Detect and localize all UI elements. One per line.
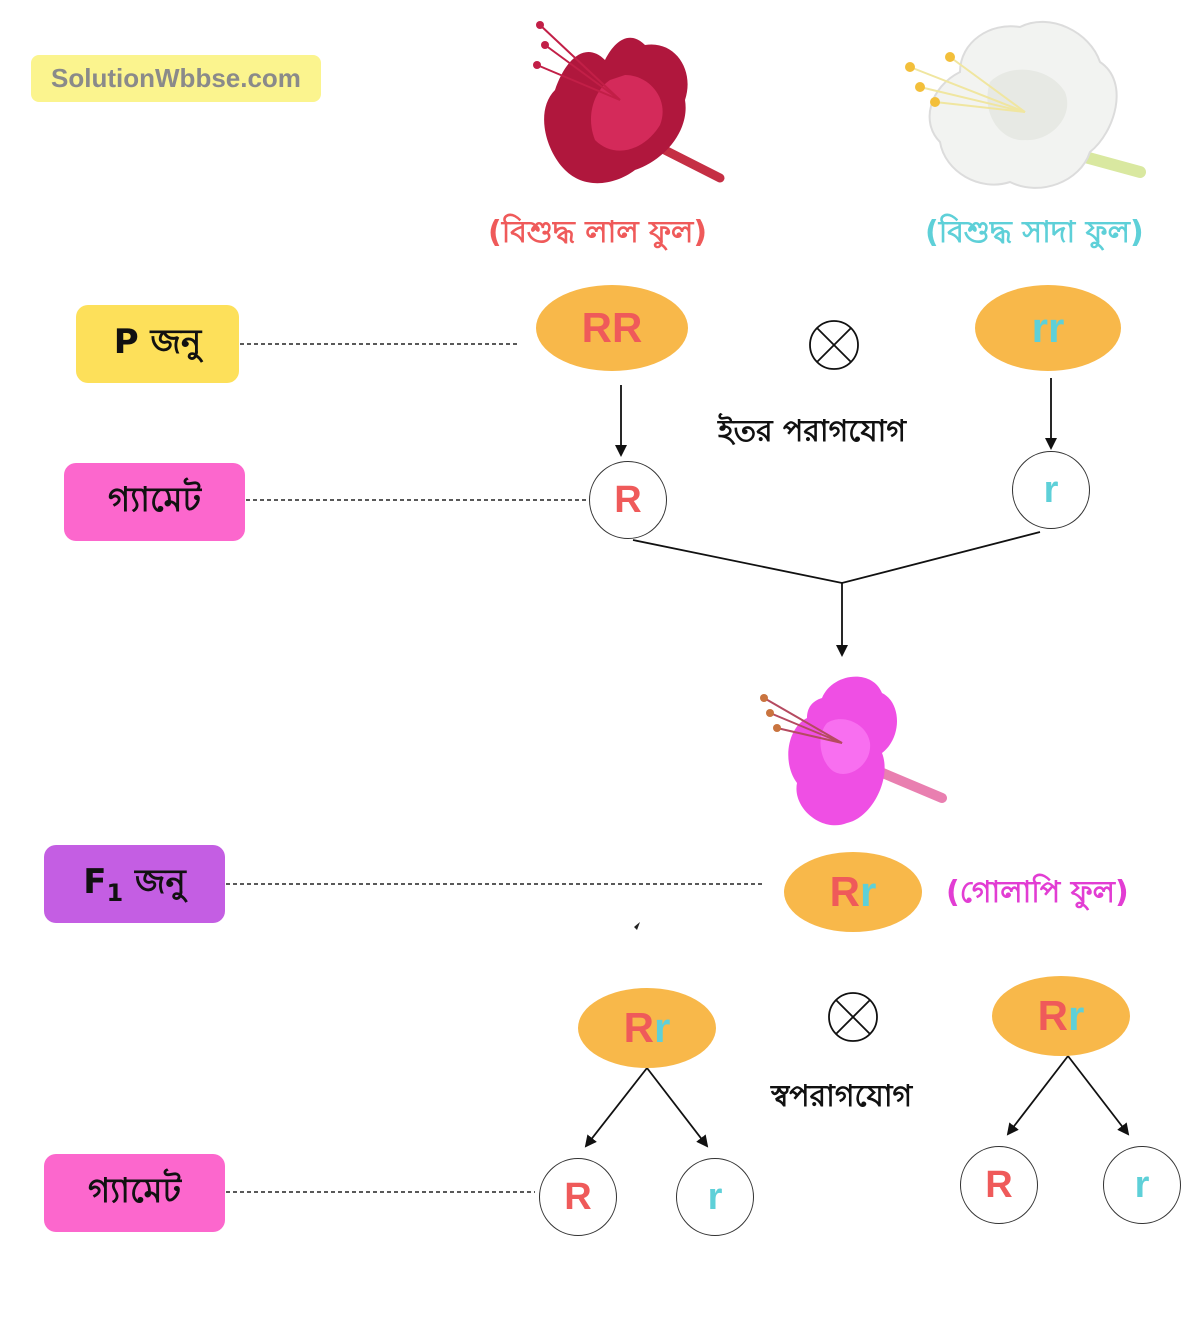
f1-generation-label: F1 জনু — [44, 845, 225, 923]
gamete-R-2b: R — [960, 1146, 1038, 1224]
p-generation-label: P জনু — [76, 305, 239, 383]
cross-symbol-1 — [809, 320, 859, 370]
gamete-label-2-text: গ্যামেট — [87, 1170, 182, 1211]
cross-symbol-2 — [828, 992, 878, 1042]
stray-mark — [634, 922, 640, 930]
red-flower-image — [533, 21, 725, 184]
arrow-right-rr-to-small-r — [1067, 1055, 1130, 1136]
cross-pollination-label: ইতর পরাগযোগ — [718, 414, 906, 449]
gamete-label-2: গ্যামেট — [44, 1154, 225, 1232]
white-flower-caption: (বিশুদ্ধ সাদা ফুল) — [925, 215, 1144, 250]
gamete-r-1: r — [1012, 451, 1090, 529]
white-flower-image — [905, 21, 1146, 189]
p-generation-text: P জনু — [113, 321, 202, 362]
arrow-left-rr-to-r — [584, 1067, 648, 1148]
arrow-right-rr-to-r — [1006, 1055, 1069, 1136]
arrow-left-rr-to-small-r — [646, 1067, 709, 1148]
pink-flower-image — [760, 676, 947, 826]
red-flower-caption: (বিশুদ্ধ লাল ফুল) — [488, 215, 708, 250]
f1-caption: (গোলাপি ফুল) — [946, 875, 1129, 910]
gamete-r-2b: r — [1103, 1146, 1181, 1224]
gamete-r-2a: r — [676, 1158, 754, 1236]
watermark: SolutionWbbse.com — [31, 55, 321, 102]
f1-text: F1 জনু — [83, 861, 186, 907]
gamete-R-2a: R — [539, 1158, 617, 1236]
self-pollination-label: স্বপরাগযোগ — [771, 1079, 913, 1114]
merge-lines — [632, 531, 1041, 584]
gamete-label-1-text: গ্যামেট — [107, 479, 202, 520]
gamete-R-1: R — [589, 461, 667, 539]
gamete-label-1: গ্যামেট — [64, 463, 245, 541]
